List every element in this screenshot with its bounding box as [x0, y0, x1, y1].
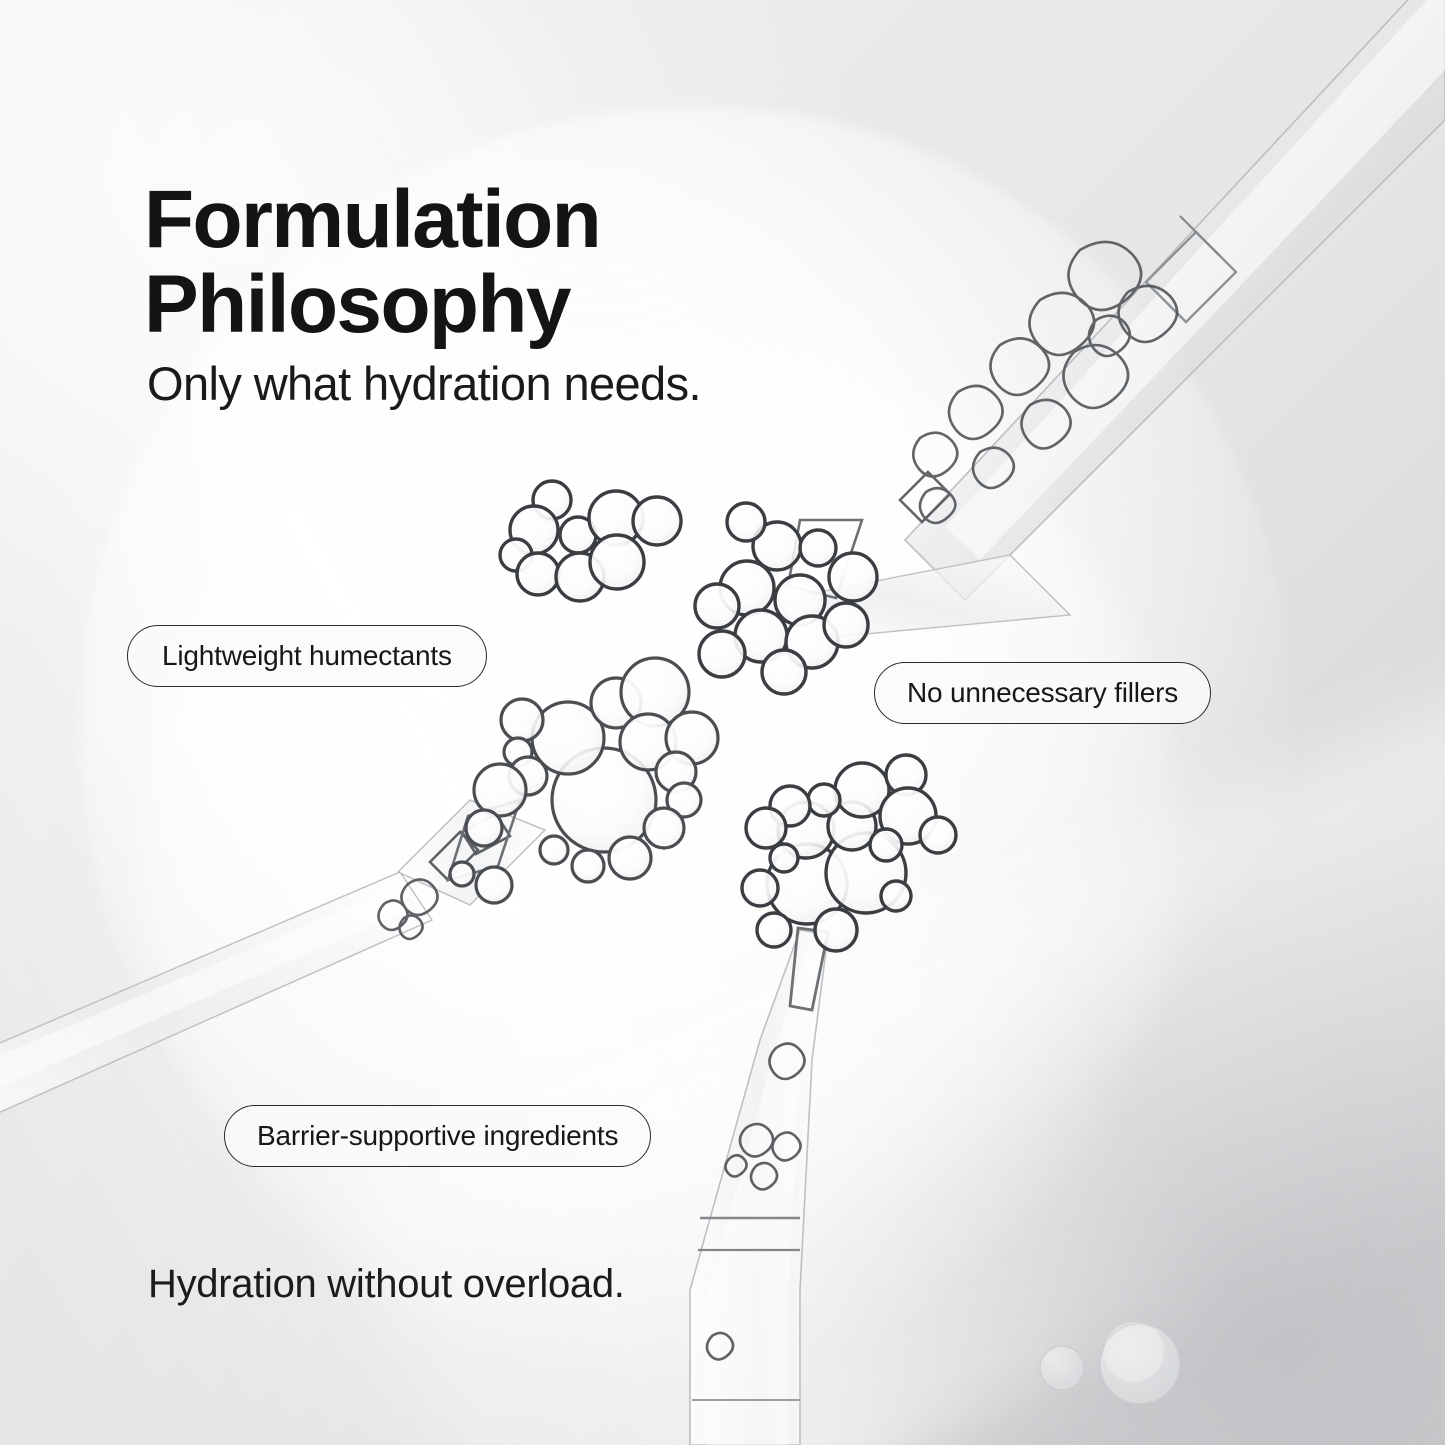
page-subtitle: Only what hydration needs.	[147, 357, 702, 410]
footer-caption: Hydration without overload.	[148, 1262, 625, 1306]
tag-no-unnecessary-fillers[interactable]: No unnecessary fillers	[874, 662, 1212, 724]
tag-barrier-supportive-ingredients[interactable]: Barrier-supportive ingredients	[224, 1105, 652, 1167]
background-white-circle-inner	[140, 330, 1180, 1370]
page-title: Formulation Philosophy	[144, 173, 602, 351]
tag-lightweight-humectants[interactable]: Lightweight humectants	[127, 625, 487, 687]
droplets-bottom-right	[1039, 1322, 1181, 1405]
